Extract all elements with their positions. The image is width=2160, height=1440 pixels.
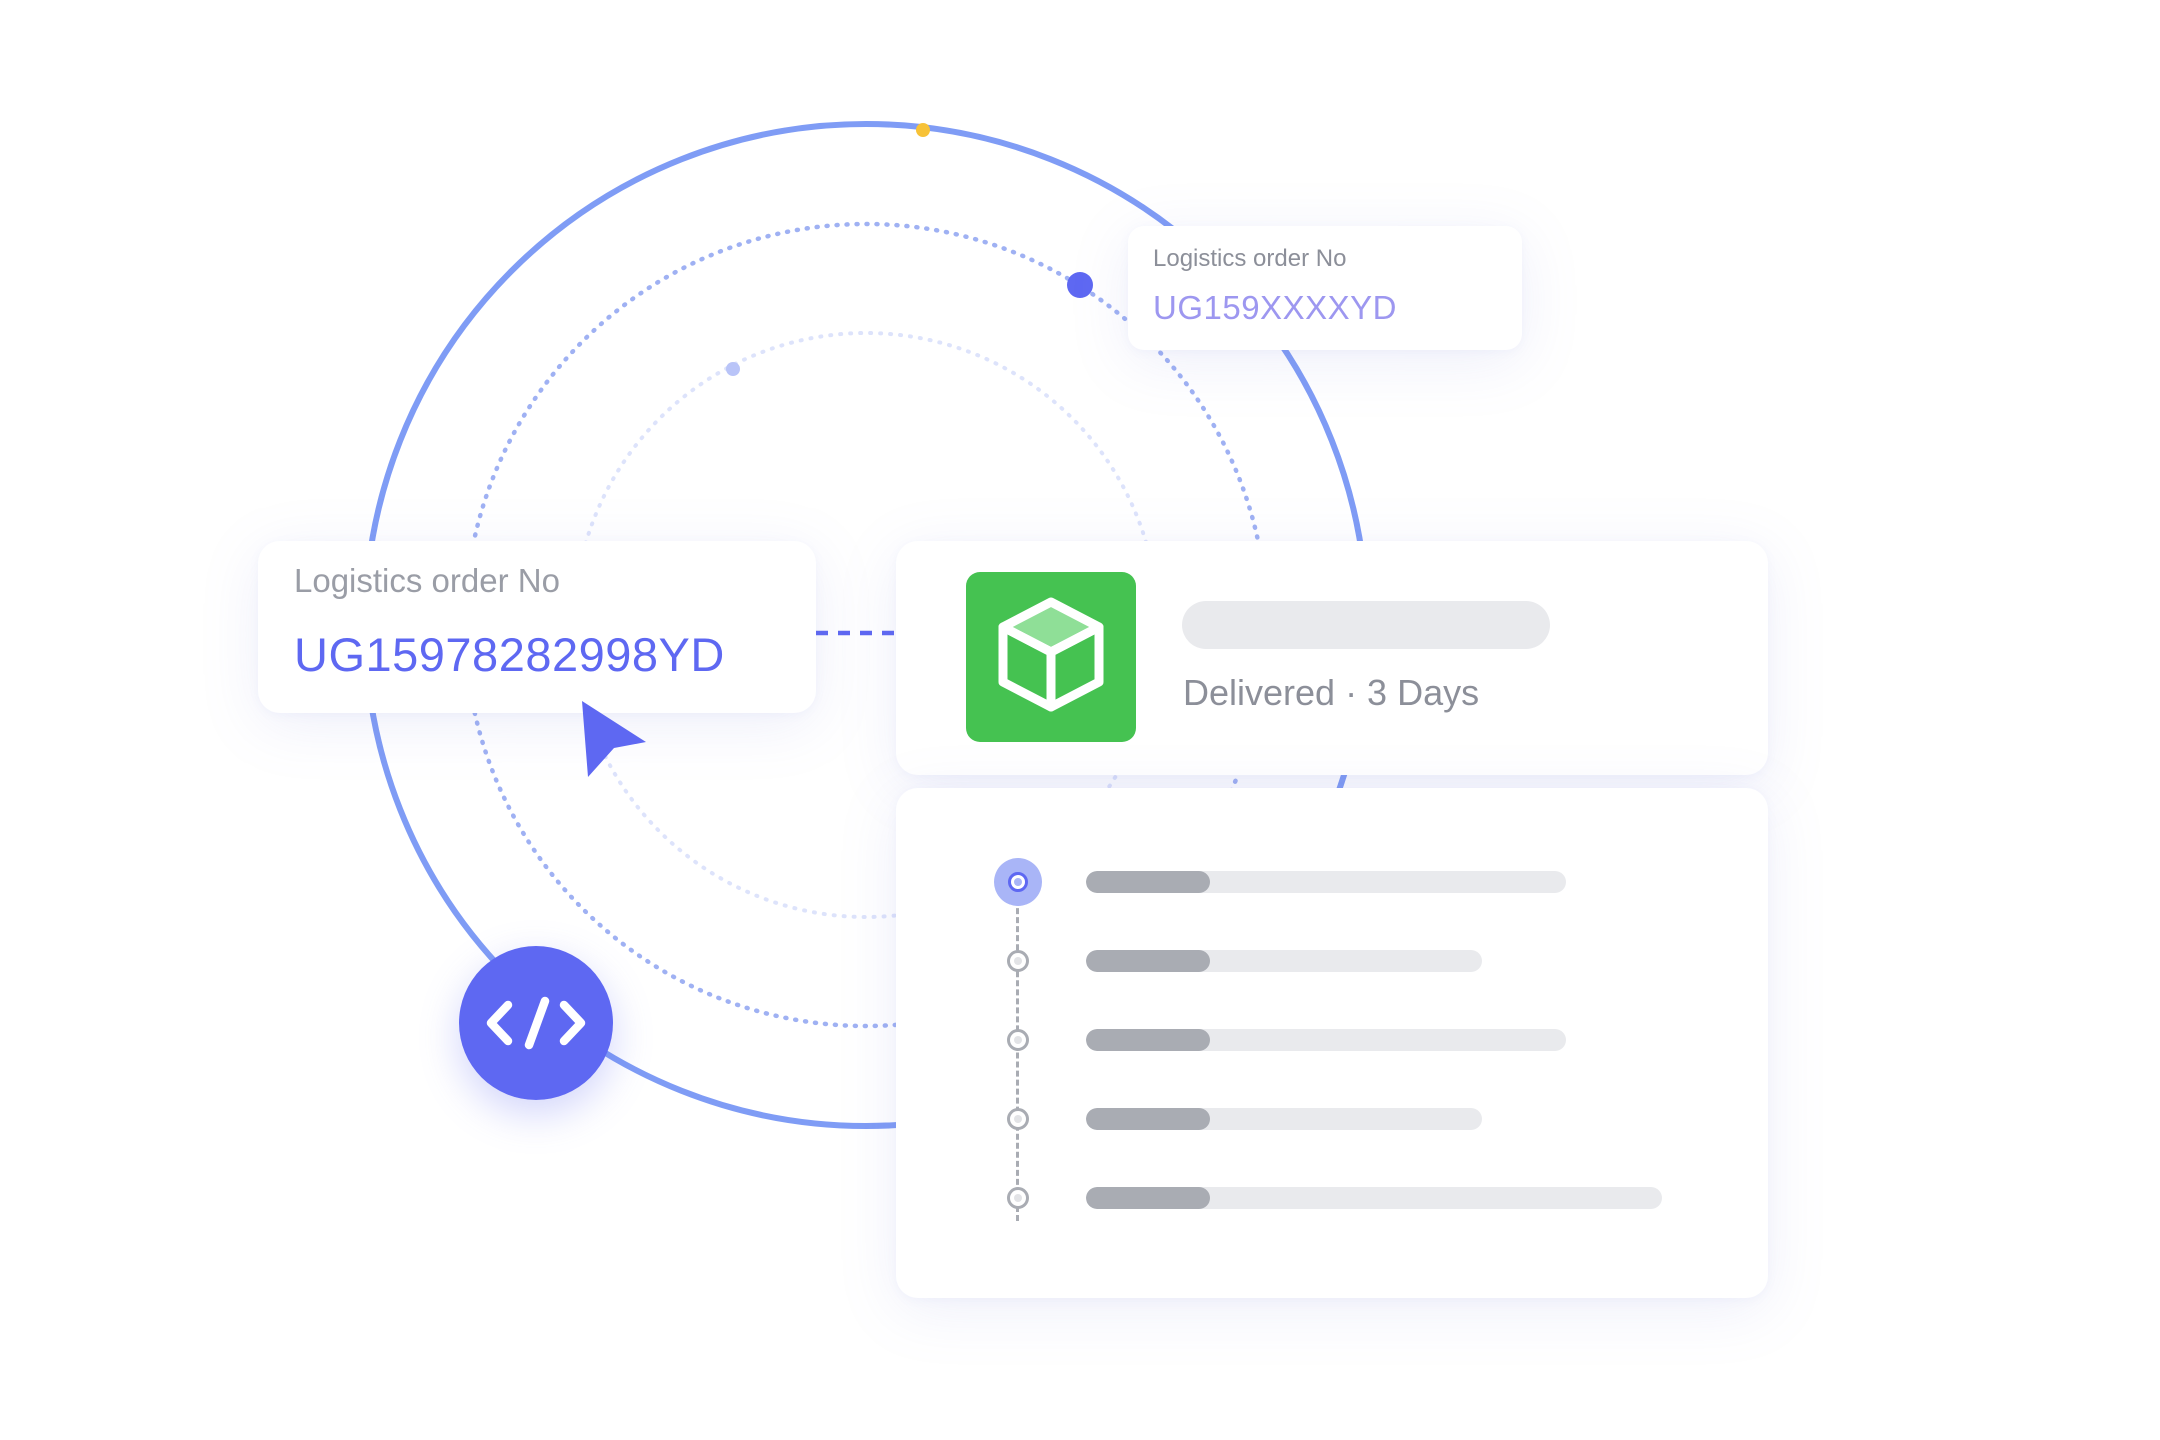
- shipment-title-placeholder: [1182, 601, 1550, 649]
- timeline-entry-placeholder: [1086, 950, 1482, 972]
- order-number-value: UG159XXXXYD: [1153, 289, 1397, 326]
- timeline-entry-label-placeholder: [1086, 871, 1210, 893]
- timeline-entry-label-placeholder: [1086, 1029, 1210, 1051]
- timeline-entry-label-placeholder: [1086, 1187, 1210, 1209]
- pointer-cursor-icon: [582, 701, 646, 777]
- code-brackets-icon: [459, 946, 613, 1100]
- order-number-card-small[interactable]: Logistics order No UG159XXXXYD: [1128, 226, 1522, 350]
- timeline-entry-placeholder: [1086, 1029, 1566, 1051]
- delivery-status-card[interactable]: Delivered · 3 Days: [896, 541, 1768, 775]
- timeline-node: [1007, 950, 1029, 972]
- order-number-label: Logistics order No: [1153, 245, 1347, 272]
- timeline-node: [1007, 1029, 1029, 1051]
- api-code-button[interactable]: [459, 946, 613, 1100]
- timeline-entry-placeholder: [1086, 1108, 1482, 1130]
- timeline-entry-placeholder: [1086, 871, 1566, 893]
- satellite-dot-light: [726, 362, 740, 376]
- order-number-label: Logistics order No: [294, 562, 560, 599]
- delivery-status-text: Delivered · 3 Days: [1183, 672, 1480, 713]
- timeline-entry-label-placeholder: [1086, 950, 1210, 972]
- timeline-entry-label-placeholder: [1086, 1108, 1210, 1130]
- satellite-dot-yellow: [916, 123, 930, 137]
- order-number-card-main[interactable]: Logistics order No UG15978282998YD: [258, 541, 816, 713]
- satellite-dot-blue: [1067, 272, 1093, 298]
- timeline-entry-placeholder: [1086, 1187, 1662, 1209]
- package-box-icon: [966, 572, 1136, 742]
- order-number-value: UG15978282998YD: [294, 628, 725, 681]
- timeline-node: [1007, 1108, 1029, 1130]
- timeline-connector: [1016, 881, 1019, 1221]
- timeline-node-active: [994, 858, 1042, 906]
- tracking-timeline-card[interactable]: [896, 788, 1768, 1298]
- timeline-node: [1007, 1187, 1029, 1209]
